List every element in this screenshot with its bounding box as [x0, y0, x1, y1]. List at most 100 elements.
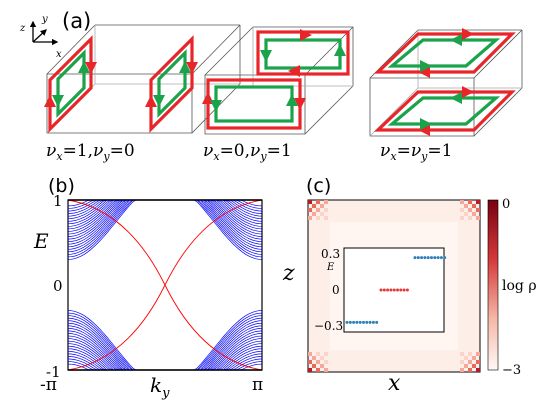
density-cell	[476, 352, 480, 356]
inset-point	[348, 320, 352, 324]
inset-point	[379, 288, 383, 292]
inset-point	[371, 320, 375, 324]
density-cell	[472, 356, 476, 360]
density-cell	[460, 208, 464, 212]
inset-point	[430, 256, 433, 260]
density-cell	[324, 368, 328, 372]
axes-triad: z y x	[19, 14, 62, 60]
density-cell	[468, 216, 472, 220]
density-cell	[308, 360, 312, 364]
density-cell	[464, 356, 468, 360]
inset-point	[416, 256, 420, 260]
axis-y-label: y	[41, 14, 48, 25]
density-cell	[460, 352, 464, 356]
density-cell	[476, 208, 480, 212]
density-cell	[468, 200, 472, 204]
inset-point	[386, 288, 390, 292]
density-cell	[468, 360, 472, 364]
panel-b-ylabel: E	[33, 229, 49, 253]
inset-point	[365, 320, 369, 324]
inset-point	[413, 256, 417, 260]
density-cell	[324, 360, 328, 364]
panel-c-ylabel: z	[282, 261, 295, 286]
density-cell	[316, 368, 320, 372]
xtick-left: -π	[40, 375, 57, 395]
inset-point	[345, 320, 349, 324]
density-cell	[312, 356, 316, 360]
density-cell	[320, 204, 324, 208]
colorbar-label: log ρ	[502, 278, 537, 294]
density-cell	[464, 204, 468, 208]
inset-point	[355, 320, 359, 324]
panel-a-label: (a)	[62, 9, 91, 33]
density-cell	[308, 216, 312, 220]
density-cell	[316, 216, 320, 220]
density-cell	[320, 356, 324, 360]
density-cell	[460, 360, 464, 364]
inset-point	[436, 256, 440, 260]
inset-point	[405, 288, 409, 292]
inset-point	[362, 320, 365, 324]
density-cell	[460, 368, 464, 372]
ytick-mid: 0	[53, 277, 63, 295]
density-cell	[476, 368, 480, 372]
density-cell	[468, 208, 472, 212]
density-cell	[320, 212, 324, 216]
density-cell	[460, 216, 464, 220]
inset-point	[443, 256, 447, 260]
density-cell	[460, 200, 464, 204]
inset-point	[352, 320, 356, 324]
box-1-caption: νx=1,νy=0	[46, 141, 135, 163]
inset-point	[382, 288, 386, 292]
inset-point	[399, 288, 403, 292]
density-cell	[316, 360, 320, 364]
box-1: νx=1,νy=0	[44, 24, 241, 163]
density-cell	[464, 212, 468, 216]
density-cell	[324, 200, 328, 204]
inset-ylabel: E	[326, 262, 335, 273]
inset-point	[433, 256, 437, 260]
inset-point	[396, 288, 399, 292]
corner-density	[308, 200, 480, 372]
inset-point	[420, 256, 424, 260]
panel-b: (b) E 1 0 -1 -π π ky	[33, 175, 263, 401]
density-cell	[476, 200, 480, 204]
panel-c-xlabel: x	[388, 371, 401, 396]
colorbar-tick-top: 0	[502, 197, 510, 212]
panel-c-label: (c)	[306, 175, 331, 197]
box-2: νx=0,νy=1	[202, 26, 354, 163]
box-3-caption: νx=νy=1	[380, 141, 452, 163]
axis-x-label: x	[56, 49, 62, 60]
density-cell	[312, 204, 316, 208]
edge-state-2	[67, 199, 263, 371]
inset-spectrum	[345, 256, 447, 324]
inset-ytick-top: 0.3	[321, 247, 340, 261]
density-cell	[472, 204, 476, 208]
colorbar	[487, 199, 499, 371]
density-cell	[476, 216, 480, 220]
inset-point	[375, 320, 379, 324]
density-cell	[324, 208, 328, 212]
density-cell	[308, 200, 312, 204]
density-cell	[312, 212, 316, 216]
inset-point	[402, 288, 406, 292]
density-cell	[312, 364, 316, 368]
density-cell	[324, 352, 328, 356]
inset-point	[389, 288, 393, 292]
density-cell	[308, 352, 312, 356]
density-cell	[320, 364, 324, 368]
density-cell	[468, 352, 472, 356]
inset-point	[368, 320, 372, 324]
density-cell	[476, 360, 480, 364]
panel-a: z y x (a)	[19, 9, 523, 163]
inset-point	[426, 256, 430, 260]
inset-point	[358, 320, 362, 324]
inset-ytick-bot: −0.3	[314, 319, 343, 333]
panel-c: (c) 0.3 E 0 −0.3 z x 0 −3 log ρ	[282, 175, 537, 396]
inset-point	[423, 256, 427, 260]
density-cell	[464, 364, 468, 368]
density-cell	[316, 352, 320, 356]
box-2-caption: νx=0,νy=1	[203, 141, 292, 163]
density-cell	[472, 364, 476, 368]
